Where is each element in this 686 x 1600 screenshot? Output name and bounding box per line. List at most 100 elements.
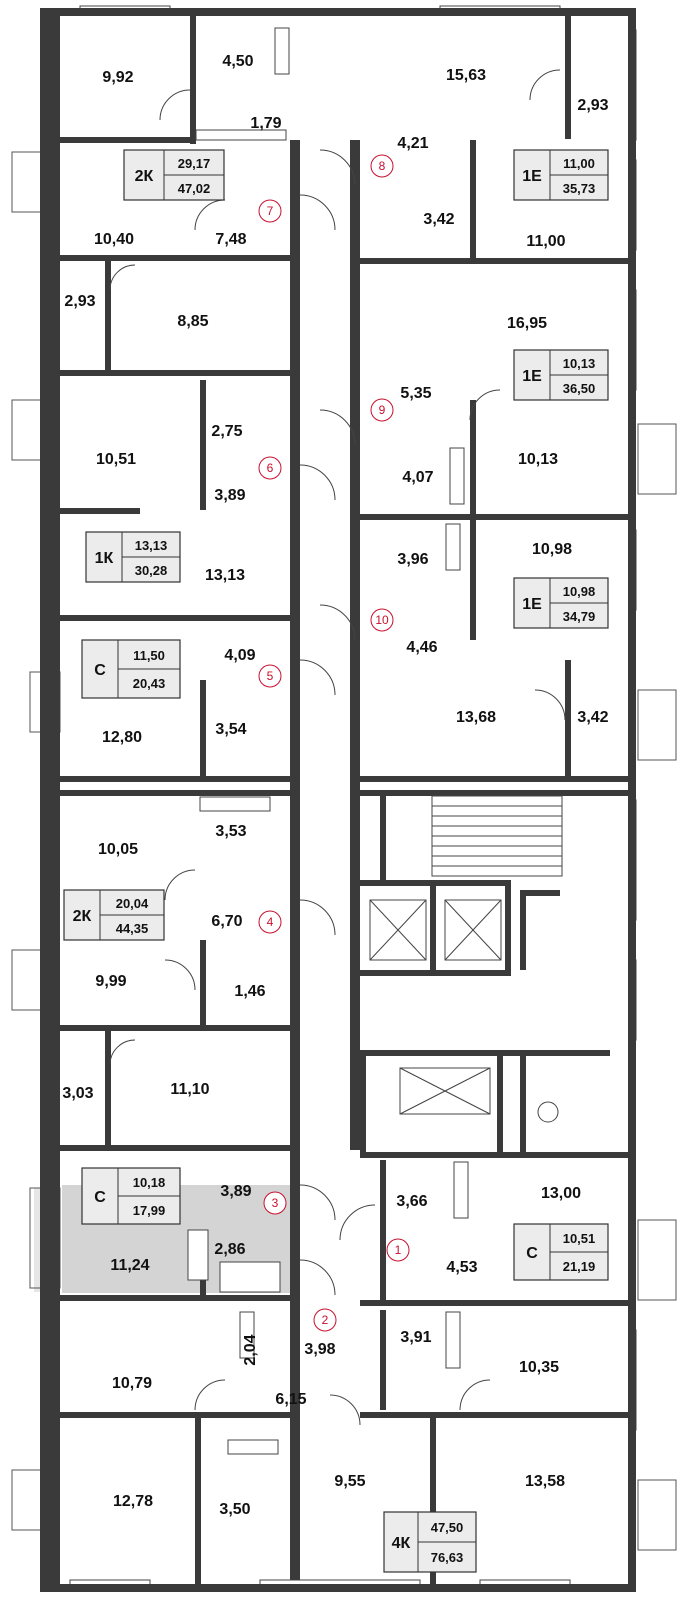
room-area: 3,03 [62,1085,93,1102]
living-area: 10,51 [563,1231,596,1246]
room-area: 4,09 [224,647,255,664]
room-area: 10,05 [98,841,138,858]
room-area: 13,68 [456,709,496,726]
room-area: 7,48 [215,231,246,248]
right-balconies [637,423,677,1551]
apartment-number: 2 [322,1313,329,1327]
apartment-type: 1Е [522,368,542,385]
room-area: 12,80 [102,729,142,746]
room-labels: 9,92 4,50 1,79 10,40 7,48 2,93 8,85 15,6… [62,53,608,1518]
room-area: 3,98 [304,1341,335,1358]
apartment-badge: С 10,51 21,19 [513,1223,609,1281]
room-area: 10,35 [519,1359,559,1376]
room-area: 4,46 [406,639,437,656]
room-area: 1,79 [250,115,281,132]
room-area: 15,63 [446,67,486,84]
living-area: 29,17 [178,156,211,171]
room-area: 5,35 [400,385,431,402]
total-area: 47,02 [178,181,211,196]
apartment-number: 1 [395,1243,402,1257]
room-area: 2,04 [242,1334,259,1365]
total-area: 30,28 [135,563,168,578]
total-area: 36,50 [563,381,596,396]
room-area: 2,93 [577,97,608,114]
total-area: 35,73 [563,181,596,196]
apartment-number-markers: 1 2 3 4 5 6 7 8 [258,154,410,1332]
apartment-number: 7 [267,204,274,218]
apartment-number-marker: 6 [258,456,282,480]
room-area: 3,54 [215,721,246,738]
total-area: 76,63 [431,1550,464,1565]
apartment-number-marker: 1 [386,1238,410,1262]
apartment-badge: 1Е 10,98 34,79 [513,577,609,629]
apartment-number: 3 [272,1196,279,1210]
apartment-badge: С 10,18 17,99 [81,1167,181,1225]
apartment-number-marker: 2 [313,1308,337,1332]
apartment-type: С [94,662,106,679]
apartment-badge: 1Е 10,13 36,50 [513,349,609,401]
apartment-number: 8 [379,159,386,173]
apartment-badge: 2К 20,04 44,35 [63,889,165,941]
apartment-number: 9 [379,403,386,417]
room-area: 4,07 [402,469,433,486]
room-area: 3,50 [219,1501,250,1518]
room-area: 10,13 [518,451,558,468]
room-area: 3,91 [400,1329,431,1346]
room-area: 9,92 [102,69,133,86]
apartment-type: С [526,1245,538,1262]
living-area: 13,13 [135,538,168,553]
room-area: 3,53 [215,823,246,840]
living-area: 10,98 [563,584,596,599]
total-area: 44,35 [116,921,149,936]
room-area: 9,55 [334,1473,365,1490]
room-area: 4,50 [222,53,253,70]
room-area: 11,00 [526,233,565,250]
apartment-badge: 1К 13,13 30,28 [85,531,181,583]
apartment-type: 1Е [522,596,542,613]
apartment-number: 10 [375,613,389,627]
apartment-number-marker: 9 [370,398,394,422]
living-area: 47,50 [431,1520,464,1535]
room-area: 10,79 [112,1375,152,1392]
room-area: 4,53 [446,1259,477,1276]
living-area: 11,00 [563,156,595,171]
apartment-number-marker: 4 [258,910,282,934]
room-area: 3,42 [577,709,608,726]
living-area: 10,18 [133,1175,166,1190]
room-area: 2,75 [211,423,242,440]
apartment-badge: 2К 29,17 47,02 [123,149,225,201]
room-area: 10,51 [96,451,136,468]
room-area: 11,10 [170,1081,209,1098]
room-area: 13,00 [541,1185,581,1202]
staircase [431,795,563,877]
walls [40,8,636,1592]
room-area: 10,98 [532,541,572,558]
apartment-number: 6 [267,461,274,475]
room-area: 11,24 [110,1257,149,1274]
living-area: 10,13 [563,356,596,371]
apartment-number-marker: 5 [258,664,282,688]
apartment-badge: 1Е 11,00 35,73 [513,149,609,201]
apartment-number-marker: 8 [370,154,394,178]
apartment-number: 5 [267,669,274,683]
room-area: 3,89 [220,1183,251,1200]
apartment-badge: С 11,50 20,43 [81,639,181,699]
total-area: 21,19 [563,1259,596,1274]
room-area: 3,89 [214,487,245,504]
apartment-type: 2К [73,908,92,925]
room-area: 12,78 [113,1493,153,1510]
room-area: 1,46 [234,983,265,1000]
apartment-number-marker: 7 [258,199,282,223]
apartment-number-marker: 10 [370,608,394,632]
apartment-number-marker: 3 [263,1191,287,1215]
apartment-type: 4К [392,1535,411,1552]
room-area: 3,66 [396,1193,427,1210]
apartment-type: 1К [95,550,114,567]
apartment-type: 1Е [522,168,542,185]
room-area: 10,40 [94,231,134,248]
room-area: 9,99 [95,973,126,990]
room-area: 6,15 [275,1391,306,1408]
room-area: 13,13 [205,567,245,584]
living-area: 20,04 [116,896,149,911]
